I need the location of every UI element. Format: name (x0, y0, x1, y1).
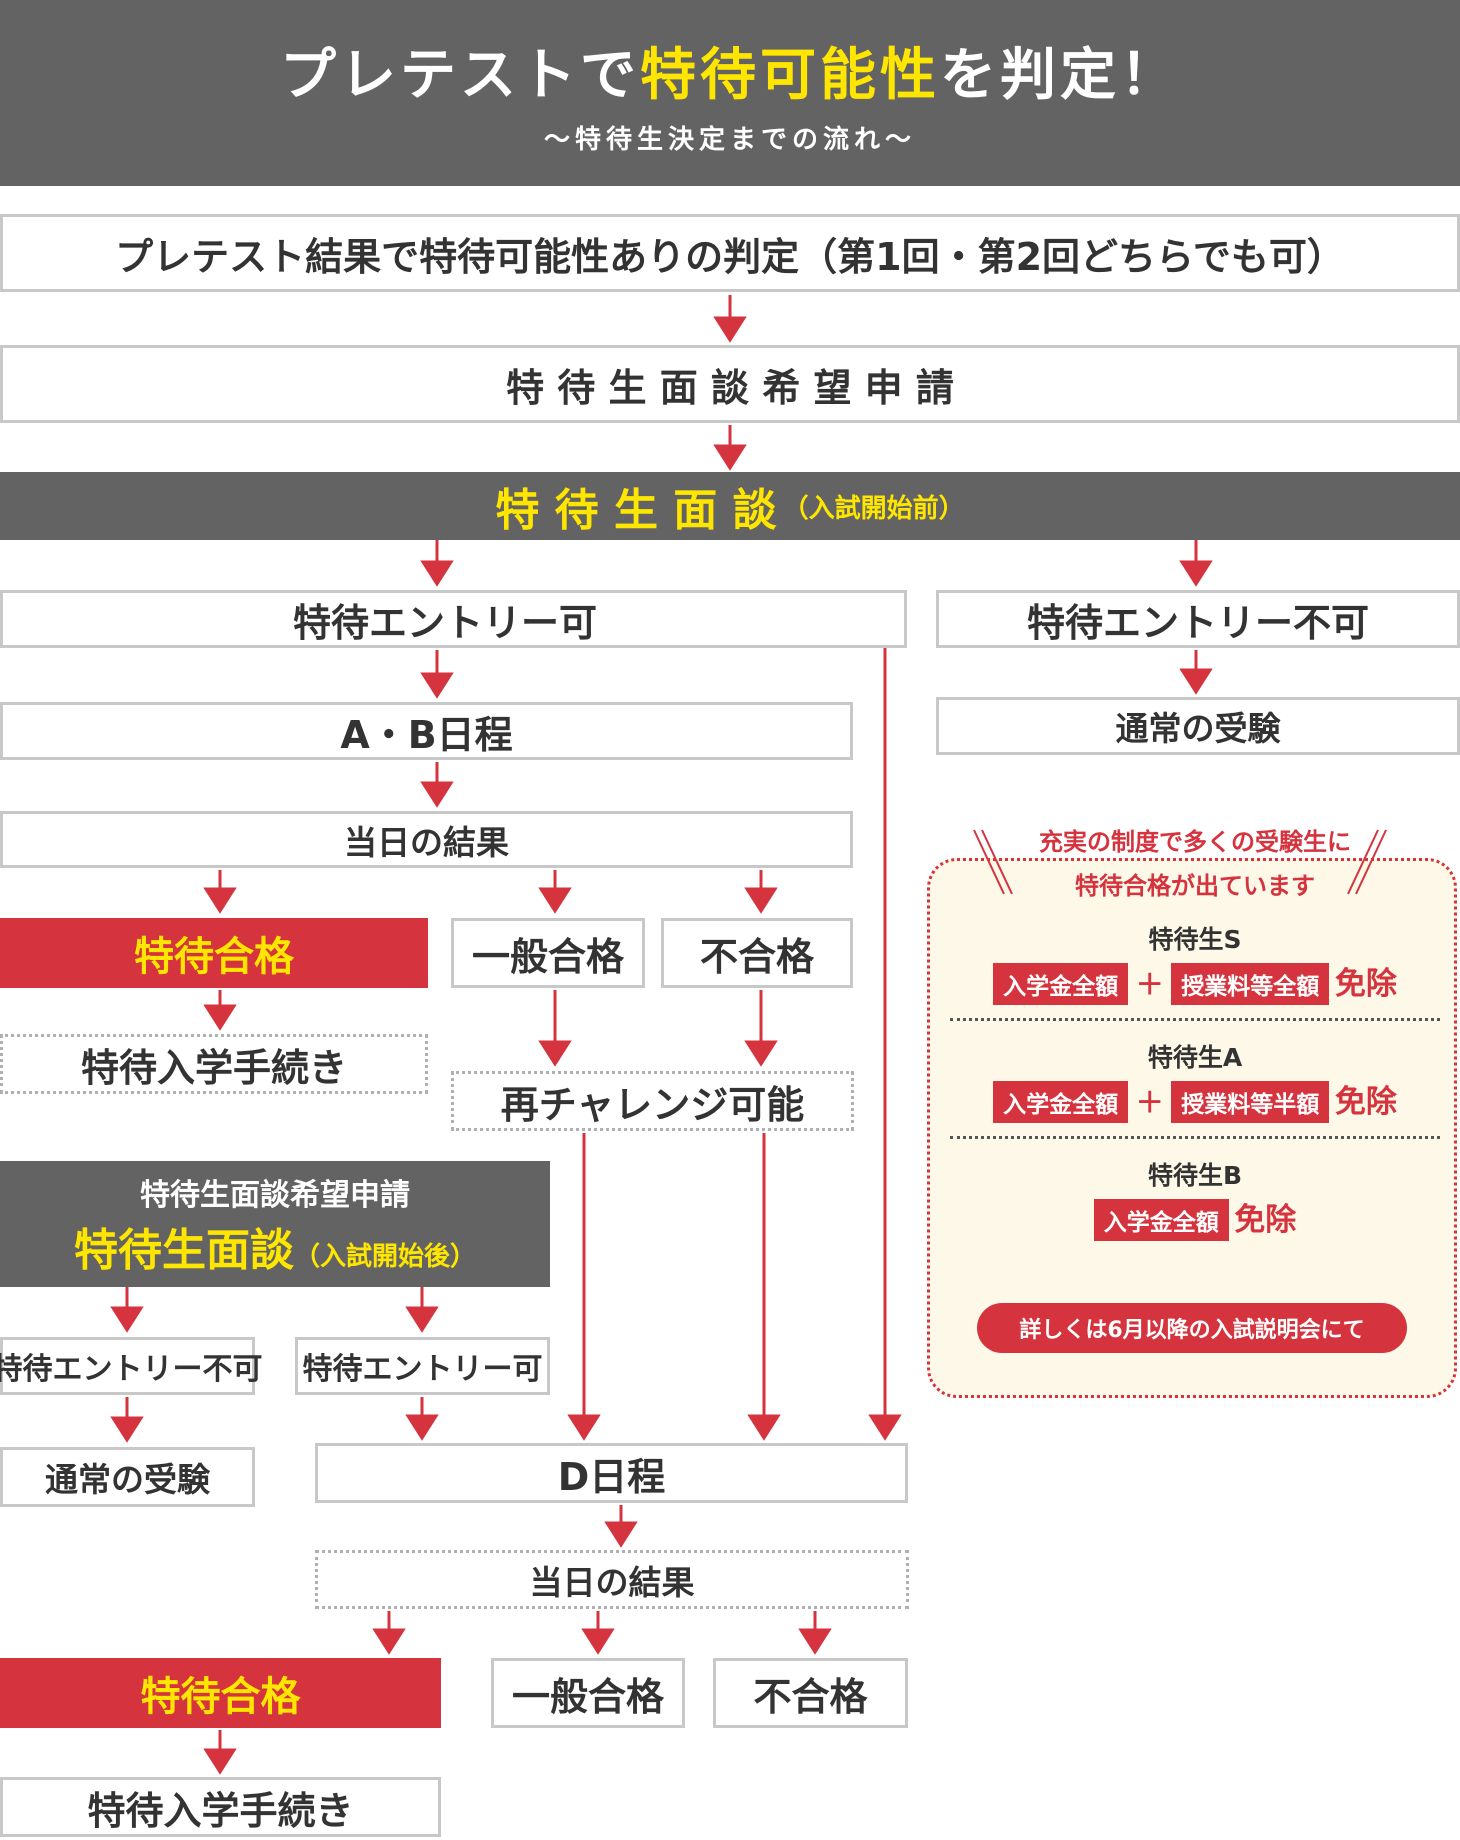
general-pass-box: 一般合格 (451, 918, 645, 988)
tier-s-exempt: 免除 (1334, 966, 1397, 1002)
fail2-box: 不合格 (713, 1658, 908, 1728)
tier-a-plus: ＋ (1135, 1086, 1164, 1119)
interview2-sub-label: （入試開始後） (293, 1242, 476, 1272)
normal-exam-box: 通常の受験 (936, 697, 1460, 755)
arrowhead-special-enroll (203, 1004, 237, 1031)
arrowhead-result2-fail (798, 1628, 832, 1655)
info-session-button[interactable]: 詳しくは6月以降の入試説明会にて (977, 1303, 1407, 1353)
header-title: プレテストで特待可能性を判定！ (280, 30, 1180, 111)
interview-main-label: 特 待 生 面 談 (495, 485, 777, 536)
tier-b-exempt: 免除 (1234, 1202, 1297, 1238)
tier-divider-1 (950, 1018, 1440, 1021)
enroll-procedure-box: 特待入学手続き (0, 1034, 428, 1094)
tier-a-exempt: 免除 (1334, 1084, 1397, 1120)
slash-right-2 (1355, 829, 1387, 895)
panel-heading-slashes (973, 829, 1387, 895)
tier-s-label: 特待生S (1148, 925, 1242, 954)
arrowhead-entryng-normal (1179, 668, 1213, 695)
interview-before-exam-box: 特 待 生 面 談 （入試開始前） (0, 472, 1460, 540)
tier-s-admission-tag: 入学金全額 (993, 963, 1129, 1005)
arrowhead-result-fail (744, 887, 778, 914)
arrowhead-result-general (538, 887, 572, 914)
entry-ok2-box: 特待エントリー可 (295, 1337, 550, 1395)
general-pass2-box: 一般合格 (491, 1658, 685, 1728)
tier-a-label: 特待生A (1147, 1043, 1243, 1072)
header-title-post: を判定！ (940, 43, 1180, 108)
interview-main-sub: （入試開始前） (782, 493, 965, 524)
arrowhead-result2-special (372, 1628, 406, 1655)
interview2-main-label: 特待生面談 (73, 1225, 294, 1276)
arrowhead-entryok-d (868, 1414, 902, 1441)
slash-right-1 (1347, 829, 1379, 895)
arrowhead-entryok2-d (405, 1414, 439, 1441)
arrowhead-general-rechallenge (538, 1040, 572, 1067)
tier-a-tuition-tag: 授業料等半額 (1171, 1081, 1330, 1123)
arrowhead-interview-entryok (420, 560, 454, 587)
panel-heading-1: 充実の制度で多くの受験生に (990, 822, 1400, 857)
arrowhead-result-special (203, 887, 237, 914)
arrowhead-d-result2 (604, 1521, 638, 1548)
fail-box: 不合格 (661, 918, 853, 988)
tier-b-row: 入学金全額 免除 (955, 1194, 1435, 1241)
arrowhead-result2-general (581, 1628, 615, 1655)
normal-exam2-box: 通常の受験 (0, 1447, 255, 1507)
arrowhead-special2-enroll2 (203, 1748, 237, 1775)
interview-after-exam-box: 特待生面談希望申請 特待生面談（入試開始後） (0, 1161, 550, 1287)
header-title-pre: プレテストで (280, 43, 640, 108)
tier-s-tuition-tag: 授業料等全額 (1171, 963, 1330, 1005)
result-day2-box: 当日の結果 (315, 1550, 909, 1609)
tier-b-label: 特待生B (1147, 1161, 1243, 1190)
header-banner: プレテストで特待可能性を判定！ ～特待生決定までの流れ～ (0, 0, 1460, 186)
arrowhead-step2-interview (713, 444, 747, 471)
tier-s-row: 入学金全額 ＋ 授業料等全額 免除 (955, 958, 1435, 1005)
result-day-box: 当日の結果 (0, 811, 853, 868)
entry-ng-box: 特待エントリー不可 (936, 590, 1460, 648)
arrowhead-rechallenge-d-right (747, 1414, 781, 1441)
interview2-main-row: 特待生面談（入試開始後） (74, 1214, 476, 1278)
d-schedule-box: D日程 (315, 1443, 908, 1503)
arrowhead-interview-entryng (1179, 560, 1213, 587)
arrowhead-entryok-ab (420, 672, 454, 699)
arrowhead-interview2-entryok2 (405, 1306, 439, 1333)
tier-s-plus: ＋ (1135, 968, 1164, 1001)
arrowhead-ab-result (420, 781, 454, 808)
tier-b-admission-tag: 入学金全額 (1093, 1199, 1229, 1241)
arrowhead-interview2-entryng2 (110, 1306, 144, 1333)
special-pass2-box: 特待合格 (0, 1658, 441, 1728)
entry-ok-box: 特待エントリー可 (0, 590, 907, 648)
pretest-judgement-box: プレテスト結果で特待可能性ありの判定（第1回・第2回どちらでも可） (0, 214, 1460, 292)
arrowhead-step1-step2 (713, 316, 747, 343)
panel-heading-2: 特待合格が出ています (1075, 872, 1315, 900)
arrowhead-fail-rechallenge (744, 1040, 778, 1067)
slash-left-1 (973, 829, 1005, 895)
slash-left-2 (981, 829, 1013, 895)
header-subtitle: ～特待生決定までの流れ～ (543, 125, 916, 155)
tier-a-admission-tag: 入学金全額 (993, 1081, 1129, 1123)
interview2-top-label: 特待生面談希望申請 (140, 1178, 410, 1213)
rechallenge-box: 再チャレンジ可能 (451, 1071, 854, 1131)
tier-a-row: 入学金全額 ＋ 授業料等半額 免除 (955, 1076, 1435, 1123)
tier-divider-2 (950, 1136, 1440, 1139)
interview-request-box: 特 待 生 面 談 希 望 申 請 (0, 345, 1460, 423)
arrowhead-rechallenge-d-left (567, 1414, 601, 1441)
ab-schedule-box: A・B日程 (0, 702, 853, 760)
entry-ng2-box: 特待エントリー不可 (0, 1337, 263, 1395)
header-title-highlight: 特待可能性 (640, 43, 940, 108)
arrowhead-entryng2-normal2 (110, 1416, 144, 1443)
enroll-procedure2-box: 特待入学手続き (0, 1777, 441, 1837)
special-pass-box: 特待合格 (0, 918, 428, 988)
